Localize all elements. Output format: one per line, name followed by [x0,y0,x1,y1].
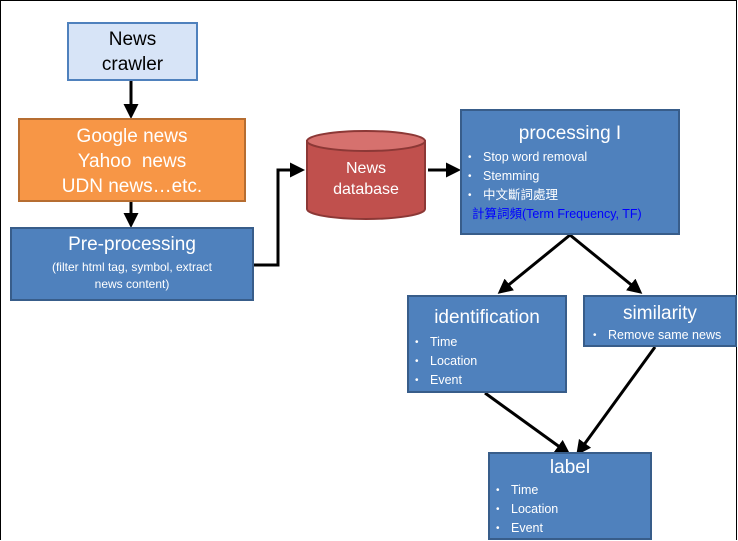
crawler-line1: News [108,29,157,50]
processing-title: processing I [518,123,622,144]
arrow-preprocessing-to-database [254,162,305,267]
news-database-label: News database [307,158,425,200]
label-item: Event [496,519,650,538]
label-title: label [549,457,591,478]
label-box: label Time Location Event [488,452,652,540]
source-udn: UDN news…etc. [61,176,203,197]
crawler-line2: crawler [101,54,164,75]
label-item: Location [496,500,650,519]
arrow-processing-to-similarity [569,233,643,294]
arrow-identification-to-label [484,391,571,455]
similarity-list: Remove same news [585,326,735,345]
preprocessing-detail-1: (filter html tag, symbol, extract [51,260,213,274]
identification-item: Event [415,371,565,390]
preprocessing-title: Pre-processing [68,234,196,255]
identification-list: Time Location Event [409,333,565,390]
similarity-item: Remove same news [593,326,735,345]
news-crawler-box: News crawler [67,22,198,81]
identification-item: Location [415,352,565,371]
label-item: Time [496,481,650,500]
preprocessing-detail-2: news content) [94,277,170,291]
identification-title: identification [434,307,540,328]
term-frequency-label: 計算詞頻(Term Frequency, TF) [472,207,642,221]
processing-box: processing I Stop word removal Stemming … [460,109,680,235]
arrow-similarity-to-label [576,346,657,456]
processing-item: Stemming [468,167,678,186]
similarity-title: similarity [623,303,697,324]
database-cylinder [306,130,426,220]
identification-item: Time [415,333,565,352]
source-yahoo: Yahoo news [77,151,187,172]
processing-item: Stop word removal [468,148,678,167]
label-list: Time Location Event [490,481,650,538]
database-line2: database [333,181,399,198]
arrow-processing-to-identification [497,233,571,294]
similarity-box: similarity Remove same news [583,295,737,347]
news-sources-box: Google news Yahoo news UDN news…etc. [18,118,246,202]
processing-list: Stop word removal Stemming 中文斷詞處理 [462,148,678,205]
identification-box: identification Time Location Event [407,295,567,393]
source-google: Google news [76,126,188,147]
database-line1: News [345,160,386,177]
preprocessing-box: Pre-processing (filter html tag, symbol,… [10,227,254,301]
processing-item: 中文斷詞處理 [468,186,678,205]
